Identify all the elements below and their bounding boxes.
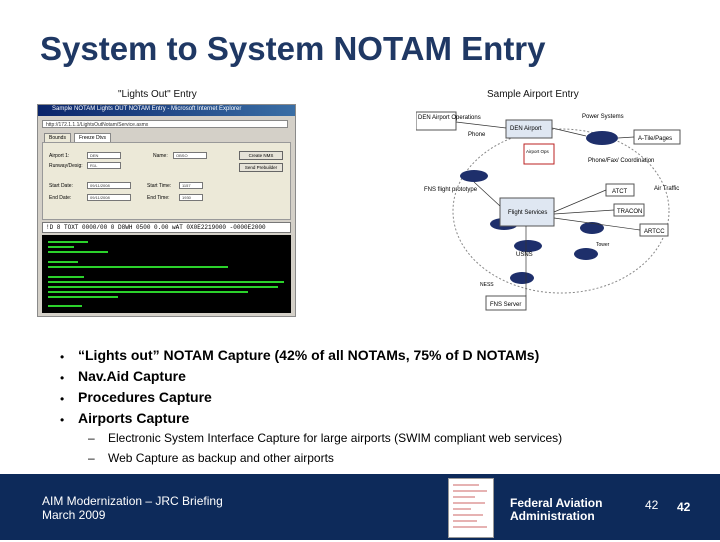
footer-agency-line2: Administration [510, 509, 595, 523]
notam-output-bar: !D 8 TOXT 0000/00 0 D8WH 0500 0.00 wAT 0… [42, 222, 291, 233]
air-traffic-label: Air Traffic [654, 186, 679, 192]
sub-bullet-item: Electronic System Interface Capture for … [108, 431, 563, 445]
tab-freeze[interactable]: Freeze Dtvs [74, 133, 111, 143]
bullet-item: Airports Capture [78, 410, 190, 426]
window-title: Sample NOTAM Lights OUT NOTAM Entry - Mi… [52, 106, 242, 112]
phone-label: Phone [468, 132, 486, 138]
runway-input[interactable]: R1L [87, 162, 121, 169]
caption-sample-airport: Sample Airport Entry [487, 89, 579, 100]
window-titlebar: Sample NOTAM Lights OUT NOTAM Entry - Mi… [38, 105, 295, 116]
notam-form: Airport 1: DEN Name: OBSO Create NMS Run… [42, 142, 291, 220]
bullet-item: “Lights out” NOTAM Capture (42% of all N… [78, 347, 540, 363]
den-ops-label: DEN Airport Operations [418, 115, 481, 121]
bullet-item: Nav.Aid Capture [78, 368, 186, 384]
document-thumbnail [448, 478, 494, 538]
end-time-label: End Time: [147, 195, 170, 201]
bullet-marker: • [60, 392, 65, 406]
bullet-marker: • [60, 371, 65, 385]
den-airport-label: DEN Airport [510, 126, 542, 132]
bullet-marker: • [60, 350, 65, 364]
footer-agency-line1: Federal Aviation [510, 496, 603, 510]
name-input[interactable]: OBSO [173, 152, 207, 159]
usns-label: USNS [516, 252, 533, 258]
artcc-label: ARTCC [644, 229, 665, 235]
page-number-bold: 42 [677, 500, 691, 514]
sub-bullet-item: Web Capture as backup and other airports [108, 451, 334, 465]
end-date-label: End Date: [49, 195, 72, 201]
start-date-label: Start Date: [49, 183, 73, 189]
name-label: Name: [153, 153, 168, 159]
airport-input[interactable]: DEN [87, 152, 121, 159]
airport-label: Airport 1: [49, 153, 70, 159]
footer-bar [0, 474, 720, 540]
airport-entry-diagram: DEN Airport Operations Phone DEN Airport… [416, 111, 681, 311]
start-date-input[interactable]: 09/11/2008 [87, 182, 131, 189]
slide-title: System to System NOTAM Entry [40, 30, 546, 67]
ness-label: NESS [480, 282, 494, 288]
tower-label: Tower [596, 242, 610, 248]
footer-briefing-title: AIM Modernization – JRC Briefing [42, 494, 223, 508]
lights-out-screenshot: Sample NOTAM Lights OUT NOTAM Entry - Mi… [37, 104, 296, 317]
runway-label: Runway/Desig: [49, 163, 83, 169]
address-bar[interactable]: http://172.1.1.1/LightsOutNotam/Service.… [42, 120, 288, 128]
create-nms-button[interactable]: Create NMS [239, 151, 283, 160]
sub-bullet-marker: – [88, 451, 95, 465]
console-output [42, 235, 291, 313]
tab-bounds[interactable]: Bounds [44, 133, 71, 143]
caption-lights-out: "Lights Out" Entry [118, 89, 197, 100]
flight-services-label: Flight Services [508, 210, 547, 216]
fns-proto-label: FNS flight prototype [424, 187, 478, 193]
tracon-label: TRACON [617, 209, 642, 215]
bullet-item: Procedures Capture [78, 389, 212, 405]
airport-ops-label: Airport Ops [526, 149, 550, 154]
start-time-label: Start Time: [147, 183, 172, 189]
fns-server-label: FNS Server [490, 302, 521, 308]
page-number: 42 [645, 498, 659, 512]
den-ops-node [416, 111, 457, 131]
phone-fax-label: Phone/Fax/ Coordination [588, 158, 654, 164]
power-systems-label: Power Systems [582, 114, 624, 120]
footer-date: March 2009 [42, 508, 106, 522]
atct-label: ATCT [612, 189, 628, 195]
faa-seal-icon [497, 485, 515, 529]
sub-bullet-marker: – [88, 431, 95, 445]
a-tile-pages-label: A-Tile/Pages [638, 136, 672, 142]
send-prebuilder-button[interactable]: Send Prebuilder [239, 163, 283, 172]
end-time-input[interactable]: 1930 [179, 194, 203, 201]
start-time-input[interactable]: 1157 [179, 182, 203, 189]
end-date-input[interactable]: 09/11/2008 [87, 194, 131, 201]
bullet-marker: • [60, 413, 65, 427]
